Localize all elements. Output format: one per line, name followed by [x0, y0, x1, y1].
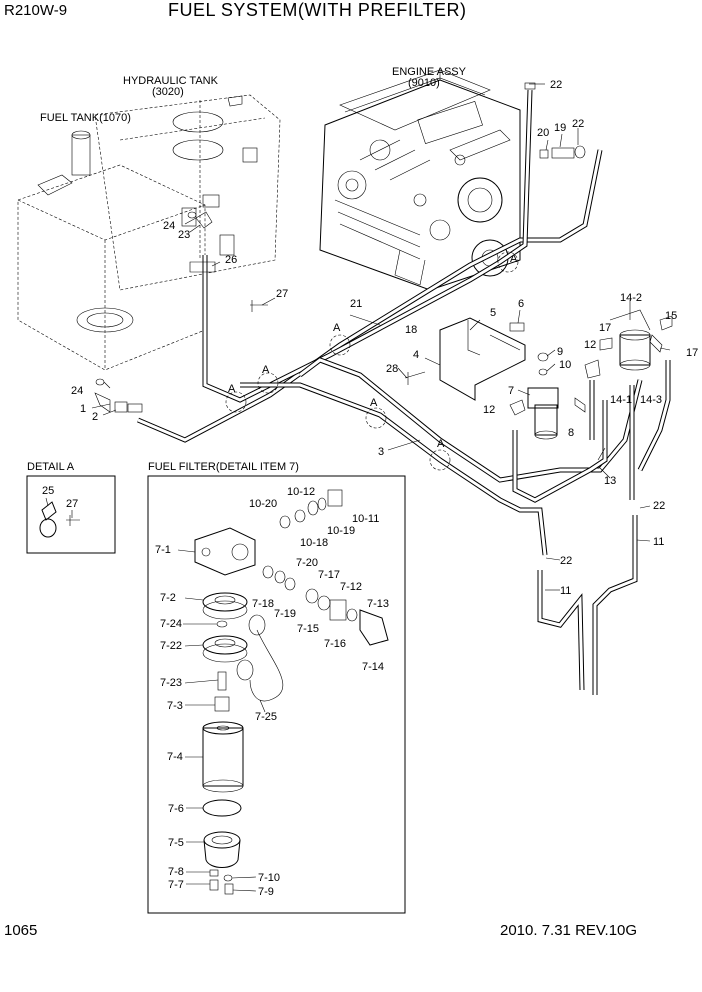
- marker-a: A: [262, 364, 270, 376]
- label-5: 5: [490, 307, 496, 319]
- label-7: 7: [508, 385, 514, 397]
- label-7-14: 7-14: [362, 661, 384, 673]
- label-11: 11: [560, 585, 571, 597]
- marker-a: A: [370, 397, 378, 409]
- label-4: 4: [413, 349, 419, 361]
- label-7-12: 7-12: [340, 581, 362, 593]
- label-12: 12: [483, 404, 495, 416]
- marker-a: A: [437, 438, 445, 450]
- engine-assembly: [319, 69, 521, 291]
- label-23: 23: [178, 229, 190, 241]
- label-7-16: 7-16: [324, 638, 346, 650]
- label-7-13: 7-13: [367, 598, 389, 610]
- label-10-11: 10-11: [352, 513, 379, 525]
- caption-engine-assy: ENGINE ASSY: [392, 66, 467, 78]
- leader-lines: [91, 83, 671, 591]
- label-7-4: 7-4: [167, 751, 183, 763]
- page-title: FUEL SYSTEM(WITH PREFILTER): [168, 0, 467, 20]
- label-7-3: 7-3: [167, 700, 183, 712]
- label-7-5: 7-5: [168, 837, 184, 849]
- label-7-10: 7-10: [258, 872, 280, 884]
- label-14-3: 14-3: [640, 394, 662, 406]
- model-code: R210W-9: [4, 2, 68, 19]
- label-3: 3: [378, 446, 384, 458]
- detail-a-clamp: [39, 497, 80, 538]
- label-22: 22: [550, 79, 562, 91]
- label-17: 17: [686, 347, 698, 359]
- label-21: 21: [350, 298, 362, 310]
- label-14-2: 14-2: [620, 292, 642, 304]
- label-18: 18: [405, 324, 417, 336]
- label-20: 20: [537, 127, 549, 139]
- detail-a-box: [26, 475, 116, 554]
- label-28: 28: [386, 363, 398, 375]
- label-10: 10: [559, 359, 571, 371]
- label-6: 6: [518, 298, 524, 310]
- label-7-19: 7-19: [274, 608, 296, 620]
- bracket: [404, 317, 526, 401]
- marker-a: A: [228, 383, 236, 395]
- label-25: 25: [42, 485, 54, 497]
- fuel-filter-detail-box: [147, 475, 406, 914]
- marker-a: A: [510, 253, 518, 265]
- hydraulic-tank: [94, 94, 281, 291]
- label-10-19: 10-19: [327, 525, 355, 537]
- label-7-6: 7-6: [168, 803, 184, 815]
- label-10-12: 10-12: [287, 486, 315, 498]
- label-19: 19: [554, 122, 566, 134]
- label-24: 24: [71, 385, 83, 397]
- label-7-1: 7-1: [155, 544, 171, 556]
- caption-detail-a: DETAIL A: [27, 461, 75, 473]
- caption-hydraulic-tank-no: (3020): [152, 86, 184, 98]
- label-7-18: 7-18: [252, 598, 274, 610]
- fuel-tank: [17, 130, 206, 371]
- label-15: 15: [665, 310, 677, 322]
- fittings: [94, 82, 586, 413]
- label-10-18: 10-18: [300, 537, 328, 549]
- label-7-17: 7-17: [318, 569, 340, 581]
- label-12: 12: [584, 339, 596, 351]
- label-14-1: 14-1: [610, 394, 632, 406]
- label-1: 1: [80, 403, 86, 415]
- label-7-8: 7-8: [168, 866, 184, 878]
- detail-a-markers: [225, 251, 519, 471]
- caption-fuel-tank: FUEL TANK(1070): [40, 112, 131, 124]
- label-22: 22: [653, 500, 665, 512]
- caption-engine-assy-no: (9010): [408, 77, 440, 89]
- label-2: 2: [92, 411, 98, 423]
- label-22: 22: [560, 555, 572, 567]
- caption-hydraulic-tank: HYDRAULIC TANK: [123, 75, 219, 87]
- label-7-22: 7-22: [160, 640, 182, 652]
- label-27: 27: [66, 498, 78, 510]
- label-24: 24: [163, 220, 175, 232]
- label-7-15: 7-15: [297, 623, 319, 635]
- label-7-9: 7-9: [258, 886, 274, 898]
- label-26: 26: [225, 254, 237, 266]
- fuel-filter-exploded: [177, 489, 389, 895]
- label-22: 22: [572, 118, 584, 130]
- label-7-7: 7-7: [168, 879, 184, 891]
- label-27: 27: [276, 288, 288, 300]
- prefilter-assembly: [509, 352, 601, 440]
- label-7-2: 7-2: [160, 592, 176, 604]
- caption-fuel-filter: FUEL FILTER(DETAIL ITEM 7): [148, 461, 299, 473]
- label-7-20: 7-20: [296, 557, 318, 569]
- label-13: 13: [604, 475, 616, 487]
- label-8: 8: [568, 427, 574, 439]
- water-separator: [599, 309, 673, 371]
- label-9: 9: [557, 346, 563, 358]
- page-number: 1065: [4, 922, 38, 939]
- label-7-24: 7-24: [160, 618, 182, 630]
- label-7-23: 7-23: [160, 677, 182, 689]
- label-17: 17: [599, 322, 611, 334]
- label-11: 11: [653, 536, 664, 548]
- revision-date: 2010. 7.31 REV.10G: [500, 922, 638, 939]
- label-10-20: 10-20: [249, 498, 277, 510]
- label-7-25: 7-25: [255, 711, 277, 723]
- marker-a: A: [333, 322, 341, 334]
- fuel-pipes: [137, 89, 671, 695]
